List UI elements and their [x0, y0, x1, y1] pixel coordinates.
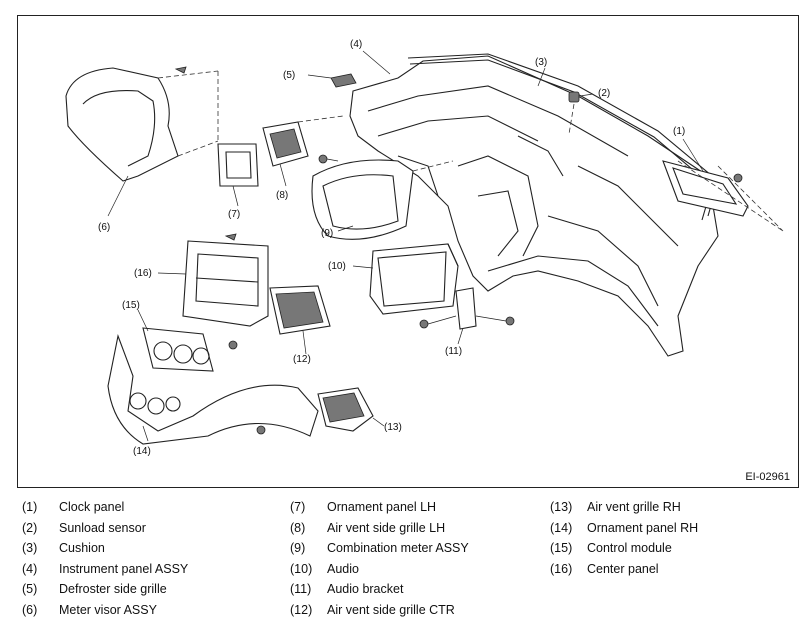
- sunload-sensor: [568, 91, 580, 135]
- legend-label: Ornament panel LH: [327, 500, 437, 515]
- legend-label: Air vent side grille LH: [327, 520, 446, 535]
- legend-item: (1) Clock panel: [22, 497, 188, 518]
- callout-6: (6): [98, 222, 110, 233]
- legend-number: (12): [290, 602, 313, 617]
- legend-item: (12) Air vent side grille CTR: [290, 600, 469, 621]
- callout-15: (15): [122, 300, 140, 311]
- audio: [369, 243, 459, 315]
- callout-4: (4): [350, 39, 362, 50]
- audio-bracket: [419, 287, 515, 330]
- clock-panel: [662, 160, 784, 232]
- callout-11: (11): [445, 346, 462, 357]
- legend-label: Combination meter ASSY: [327, 541, 469, 556]
- legend-label: Clock panel: [59, 500, 125, 515]
- callout-14: (14): [133, 446, 151, 457]
- legend-number: (11): [290, 582, 312, 597]
- legend-label: Meter visor ASSY: [59, 602, 157, 617]
- exploded-diagram: (1) (2) (3) (4) (5) (6) (7) (8) (9) (10)…: [65, 39, 784, 457]
- meter-visor-assy: [65, 66, 219, 182]
- center-panel: [182, 233, 269, 327]
- combination-meter-assy: [311, 159, 454, 240]
- legend-label: Instrument panel ASSY: [59, 561, 189, 576]
- legend-item: (10) Audio: [290, 559, 469, 580]
- air-vent-side-grille-lh: [262, 115, 344, 167]
- screw-icon: [318, 154, 339, 164]
- legend-item: (3) Cushion: [22, 538, 188, 559]
- leader-lines: [107, 50, 704, 442]
- exploded-diagram-frame: (1) (2) (3) (4) (5) (6) (7) (8) (9) (10)…: [17, 15, 799, 488]
- legend-number: (1): [22, 500, 38, 515]
- legend-item: (11) Audio bracket: [290, 579, 469, 600]
- legend-number: (7): [290, 500, 306, 515]
- air-vent-side-grille-ctr: [269, 285, 331, 335]
- legend-number: (5): [22, 582, 38, 597]
- legend-item: (9) Combination meter ASSY: [290, 538, 469, 559]
- instrument-panel-assy: [349, 55, 719, 357]
- callout-5: (5): [283, 70, 295, 81]
- legend-number: (8): [290, 520, 306, 535]
- legend-label: Air vent side grille CTR: [327, 602, 455, 617]
- legend-label: Audio: [327, 561, 359, 576]
- legend-item: (14) Ornament panel RH: [550, 518, 698, 539]
- legend-number: (3): [22, 541, 38, 556]
- legend-item: (2) Sunload sensor: [22, 518, 188, 539]
- legend-label: Sunload sensor: [59, 520, 146, 535]
- legend-item: (8) Air vent side grille LH: [290, 518, 469, 539]
- legend-item: (6) Meter visor ASSY: [22, 600, 188, 621]
- callout-9: (9): [321, 228, 333, 239]
- legend-label: Control module: [587, 541, 672, 556]
- legend-column-1: (1) Clock panel (2) Sunload sensor (3) Cush…: [22, 497, 188, 620]
- legend-label: Cushion: [59, 541, 105, 556]
- callout-10: (10): [328, 261, 346, 272]
- callout-7: (7): [228, 209, 240, 220]
- legend-column-2: (7) Ornament panel LH (8) Air vent side gr…: [290, 497, 469, 620]
- legend-number: (15): [550, 541, 573, 556]
- legend-item: (5) Defroster side grille: [22, 579, 188, 600]
- callout-3: (3): [535, 57, 547, 68]
- callout-13: (13): [384, 422, 402, 433]
- legend-number: (6): [22, 602, 38, 617]
- ornament-panel-lh: [217, 143, 259, 187]
- legend-label: Ornament panel RH: [587, 520, 699, 535]
- legend-number: (16): [550, 561, 573, 576]
- legend-label: Air vent grille RH: [587, 500, 681, 515]
- legend-item: (7) Ornament panel LH: [290, 497, 469, 518]
- legend-item: (4) Instrument panel ASSY: [22, 559, 188, 580]
- control-module: [142, 327, 238, 372]
- defroster-side-grille: [330, 73, 357, 88]
- parts-legend: (1) Clock panel (2) Sunload sensor (3) Cush…: [0, 497, 807, 628]
- legend-number: (2): [22, 520, 38, 535]
- callout-16: (16): [134, 268, 152, 279]
- legend-column-3: (13) Air vent grille RH (14) Ornament pane…: [550, 497, 698, 579]
- figure-id: EI-02961: [745, 471, 790, 483]
- legend-item: (13) Air vent grille RH: [550, 497, 698, 518]
- callout-labels: (1) (2) (3) (4) (5) (6) (7) (8) (9) (10)…: [98, 39, 685, 457]
- legend-label: Defroster side grille: [59, 582, 167, 597]
- legend-number: (13): [550, 500, 573, 515]
- callout-8: (8): [276, 190, 288, 201]
- legend-item: (15) Control module: [550, 538, 698, 559]
- callout-2: (2): [598, 88, 610, 99]
- legend-number: (9): [290, 541, 306, 556]
- ornament-panel-rh: [107, 334, 319, 445]
- air-vent-grille-rh: [317, 387, 374, 432]
- legend-number: (4): [22, 561, 38, 576]
- callout-1: (1): [673, 126, 685, 137]
- legend-number: (14): [550, 520, 573, 535]
- legend-label: Center panel: [587, 561, 659, 576]
- callout-12: (12): [293, 354, 311, 365]
- legend-label: Audio bracket: [327, 582, 404, 597]
- legend-number: (10): [290, 561, 313, 576]
- legend-item: (16) Center panel: [550, 559, 698, 580]
